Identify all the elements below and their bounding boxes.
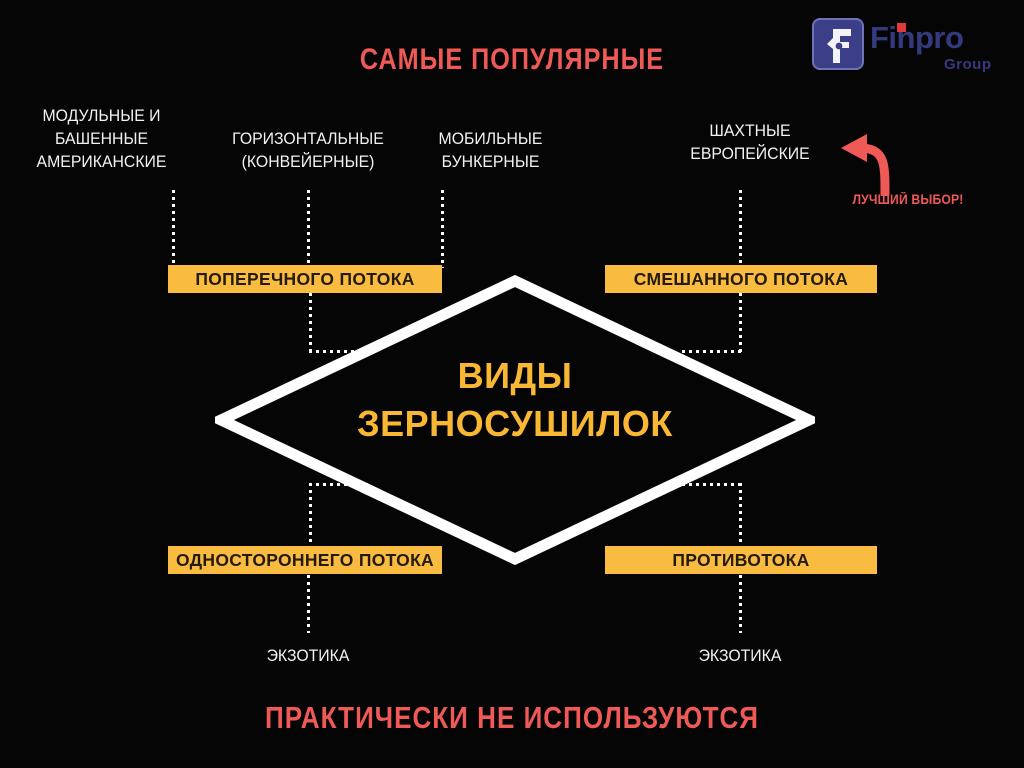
- connector-diamond-to-counter-vertical: [739, 483, 742, 547]
- exotic-label-left: ЭКЗОТИКА: [266, 646, 350, 665]
- connector-shaft-to-mixed: [739, 190, 742, 268]
- connector-cross-to-diamond-horizontal: [309, 350, 369, 353]
- connector-cross-to-diamond-vertical: [309, 293, 312, 353]
- connector-oneway-to-exotic: [307, 575, 310, 633]
- category-line: АМЕРИКАНСКИЕ: [36, 152, 167, 171]
- flow-box-oneway[interactable]: ОДНОСТОРОННЕГО ПОТОКА: [168, 546, 442, 574]
- connector-mixed-to-diamond-horizontal: [682, 350, 742, 353]
- bottom-header: ПРАКТИЧЕСКИ НЕ ИСПОЛЬЗУЮТСЯ: [264, 700, 760, 735]
- flow-box-mixed[interactable]: СМЕШАННОГО ПОТОКА: [605, 265, 877, 293]
- category-line: БАШЕННЫЕ: [55, 129, 148, 148]
- connector-diamond-to-oneway-horizontal: [309, 483, 369, 486]
- connector-american-to-cross: [172, 190, 175, 268]
- category-label-horizontal: ГОРИЗОНТАЛЬНЫЕ (КОНВЕЙЕРНЫЕ): [220, 127, 397, 173]
- connector-mixed-to-diamond-vertical: [739, 293, 742, 353]
- connector-mobile-to-cross: [441, 190, 444, 268]
- connector-counter-to-exotic: [739, 575, 742, 633]
- connector-horizontal-to-cross: [307, 190, 310, 268]
- top-header: САМЫЕ ПОПУЛЯРНЫЕ: [359, 43, 665, 76]
- flow-box-cross[interactable]: ПОПЕРЕЧНОГО ПОТОКА: [168, 265, 442, 293]
- central-diamond-shape: [215, 275, 815, 565]
- center-title-line2: ЗЕРНОСУШИЛОК: [357, 403, 673, 444]
- category-label-shaft: ШАХТНЫЕ ЕВРОПЕЙСКИЕ: [671, 119, 829, 165]
- finpro-logo: Finpro Group: [812, 18, 1012, 86]
- category-line: МОДУЛЬНЫЕ И: [42, 106, 161, 125]
- category-label-mobile: МОБИЛЬНЫЕ БУНКЕРНЫЕ: [423, 127, 558, 173]
- category-label-american: МОДУЛЬНЫЕ И БАШЕННЫЕ АМЕРИКАНСКИЕ: [20, 104, 183, 173]
- center-title-line1: ВИДЫ: [457, 355, 573, 396]
- curved-arrow-left-icon: [841, 134, 890, 196]
- connector-diamond-to-counter-horizontal: [682, 483, 742, 486]
- logo-accent-dot-icon: [897, 23, 906, 32]
- logo-wordmark: Finpro: [870, 20, 964, 55]
- flow-box-counter[interactable]: ПРОТИВОТОКА: [605, 546, 877, 574]
- exotic-label-right: ЭКЗОТИКА: [698, 646, 782, 665]
- category-line: ШАХТНЫЕ: [709, 121, 791, 140]
- connector-diamond-to-oneway-vertical: [309, 483, 312, 547]
- category-line: БУНКЕРНЫЕ: [441, 152, 540, 171]
- category-line: (КОНВЕЙЕРНЫЕ): [241, 152, 375, 171]
- category-line: ГОРИЗОНТАЛЬНЫЕ: [232, 129, 384, 148]
- category-line: ЕВРОПЕЙСКИЕ: [690, 144, 810, 163]
- finpro-f-mark-icon: [812, 18, 864, 70]
- finpro-f-glyph-icon: [827, 29, 851, 63]
- center-title: ВИДЫ ЗЕРНОСУШИЛОК: [290, 352, 740, 448]
- best-choice-callout: ЛУЧШИЙ ВЫБОР!: [852, 192, 964, 207]
- category-line: МОБИЛЬНЫЕ: [438, 129, 543, 148]
- logo-subtitle: Group: [944, 56, 992, 73]
